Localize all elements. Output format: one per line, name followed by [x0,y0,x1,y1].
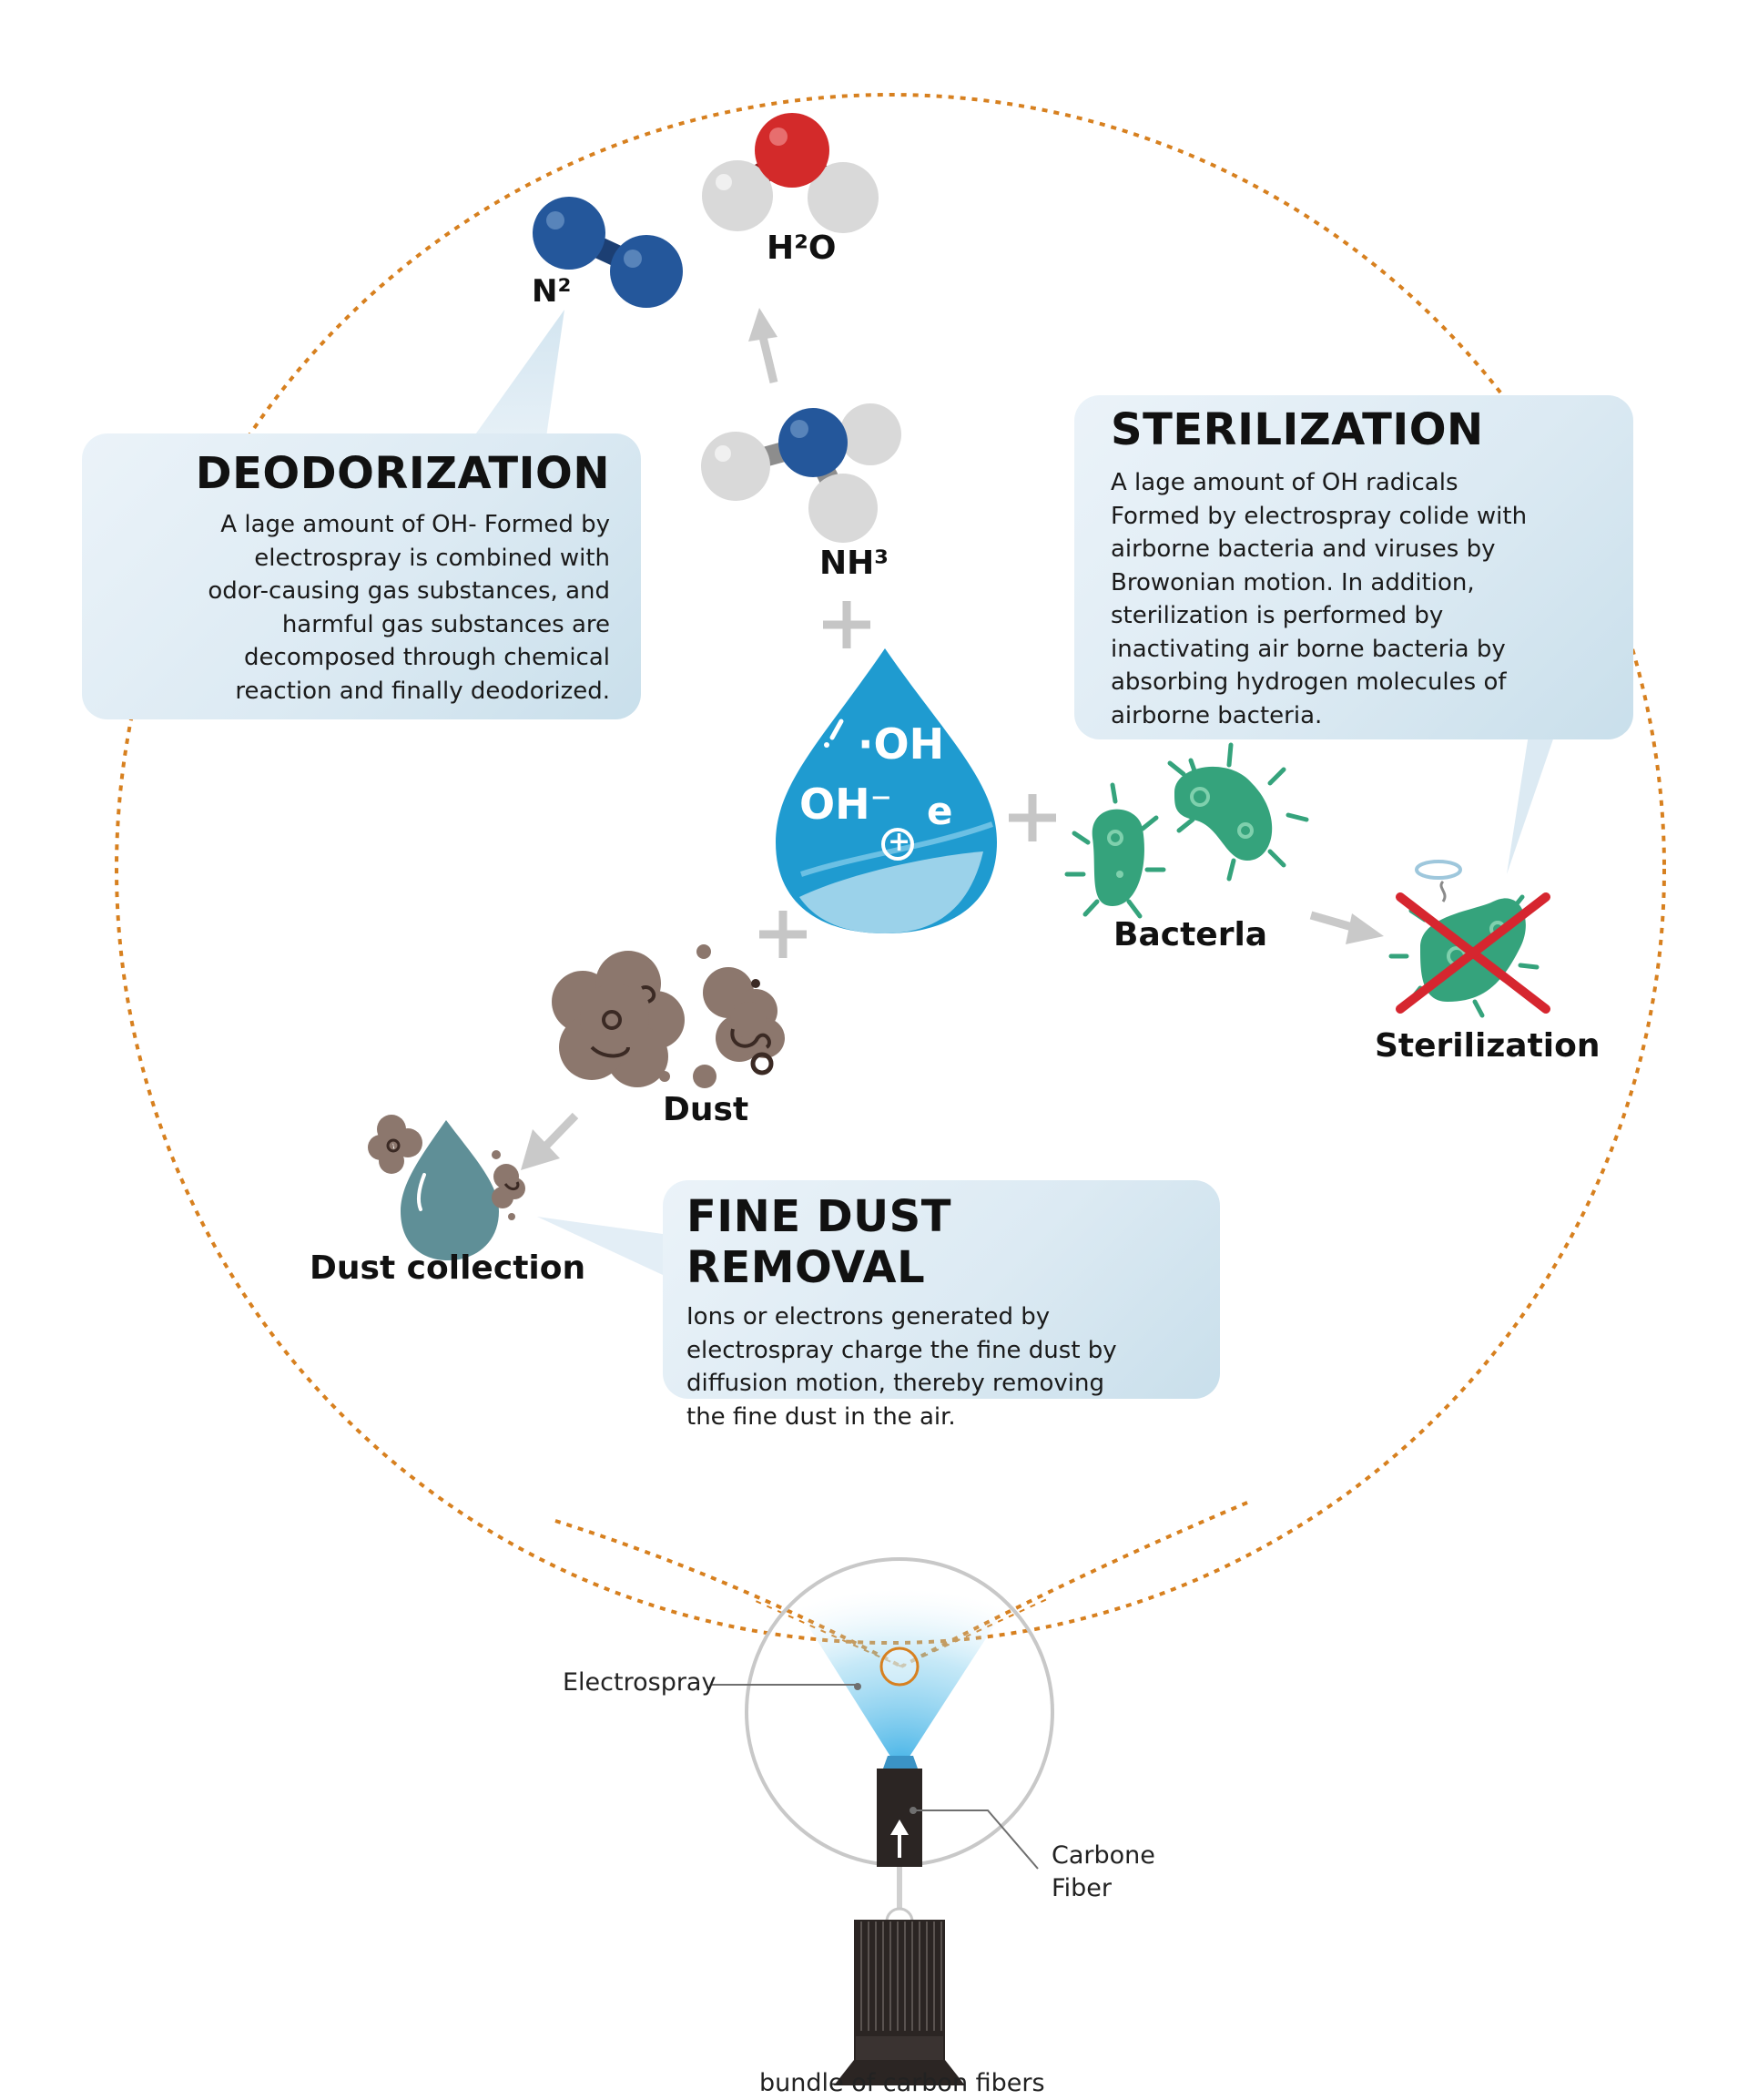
n2-molecule [533,197,683,308]
arrow-to-sterilization [1309,911,1384,944]
dust-icon [552,944,785,1088]
spray-target-ring [879,1646,920,1687]
sterilization-body: A lage amount of OH radicals Formed by e… [1111,469,1528,729]
oh-radical-label: ·OH [858,719,945,769]
water-droplet [776,648,997,933]
sterilization-title: STERILIZATION [1111,404,1484,455]
bacteria-label: Bacterla [1113,916,1268,953]
positive-ion-label: + [888,826,911,858]
carbon-fiber-tip [883,1756,918,1769]
deodorization-title: DEODORIZATION [195,448,610,499]
bacteria-icon [1064,742,1309,919]
leader-lines [710,1683,1039,1870]
h2o-label: H²O [767,229,837,267]
sterilized-bacteria-icon [1388,860,1550,1018]
sterilization-label: Sterilization [1375,1027,1601,1065]
sterilization-callout: STERILIZATION A lage amount of OH radica… [1074,395,1633,739]
sterilization-callout-tail [1507,729,1557,874]
zoom-circle [115,93,1666,1645]
carbone-fiber-label: Carbone Fiber [1052,1841,1155,1902]
nh3-molecule [701,403,901,543]
arrow-to-dust-collection [521,1112,579,1170]
spray-cone [785,1589,1018,1762]
nh3-label: NH³ [819,545,889,582]
plus-icons [759,601,1056,958]
dust-collection-label: Dust collection [310,1249,586,1287]
dust-label: Dust [663,1091,749,1128]
deodorization-body: A lage amount of OH- Formed by electrosp… [208,511,610,705]
bundle-label: bundle of carbon fibers [759,2069,1045,2097]
n2-label: N² [532,273,572,310]
fine-dust-callout: FINE DUST REMOVAL Ions or electrons gene… [663,1180,1220,1431]
deodorization-callout-tail [473,310,564,437]
dust-collection-icon [368,1115,525,1260]
carbon-fiber-bundle [834,1920,965,2085]
electron-label: e [927,789,953,833]
arrow-to-h2o [748,308,778,384]
oh-ion-label: OH⁻ [799,780,892,829]
fine-dust-body: Ions or electrons generated by electrosp… [686,1303,1117,1431]
electrospray-label: Electrospray [563,1668,716,1697]
h2o-molecule [702,113,879,233]
fine-dust-callout-tail [537,1217,663,1275]
fine-dust-title: FINE DUST REMOVAL [686,1191,951,1293]
deodorization-callout: DEODORIZATION A lage amount of OH- Forme… [82,433,641,719]
